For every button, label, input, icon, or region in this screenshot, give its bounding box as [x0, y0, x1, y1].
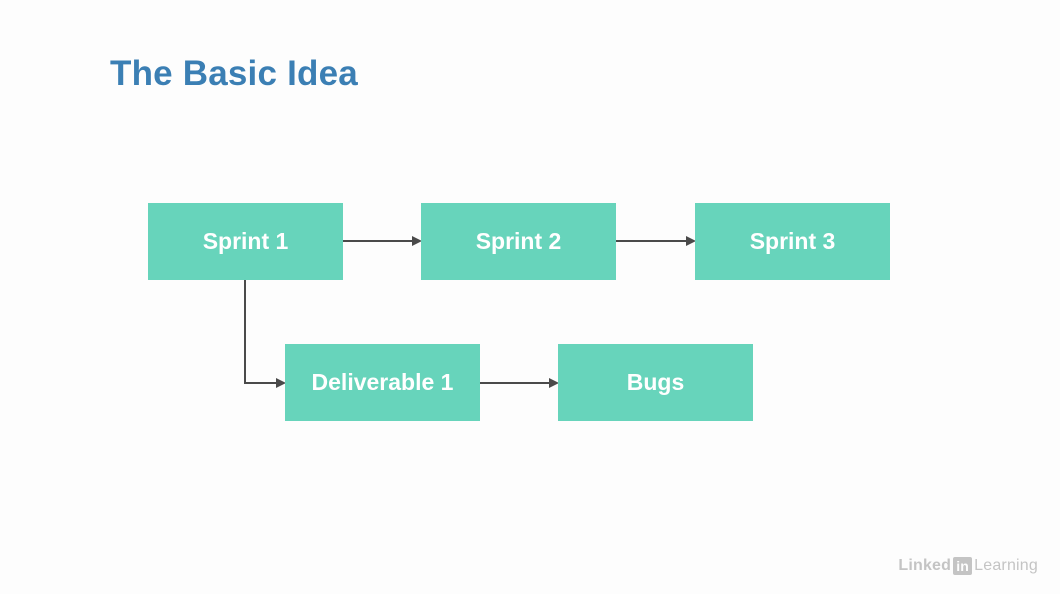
node-sprint-2: Sprint 2 — [421, 203, 616, 280]
node-sprint-1: Sprint 1 — [148, 203, 343, 280]
node-sprint-3: Sprint 3 — [695, 203, 890, 280]
node-bugs: Bugs — [558, 344, 753, 421]
node-deliverable-1: Deliverable 1 — [285, 344, 480, 421]
arrow-sprint-1-to-deliverable-1 — [244, 280, 286, 388]
linkedin-learning-logo: Linked in Learning — [898, 557, 1038, 575]
linkedin-in-icon: in — [953, 557, 973, 575]
logo-suffix: Learning — [974, 557, 1038, 574]
slide-title: The Basic Idea — [110, 54, 358, 93]
logo-prefix: Linked — [898, 557, 952, 574]
